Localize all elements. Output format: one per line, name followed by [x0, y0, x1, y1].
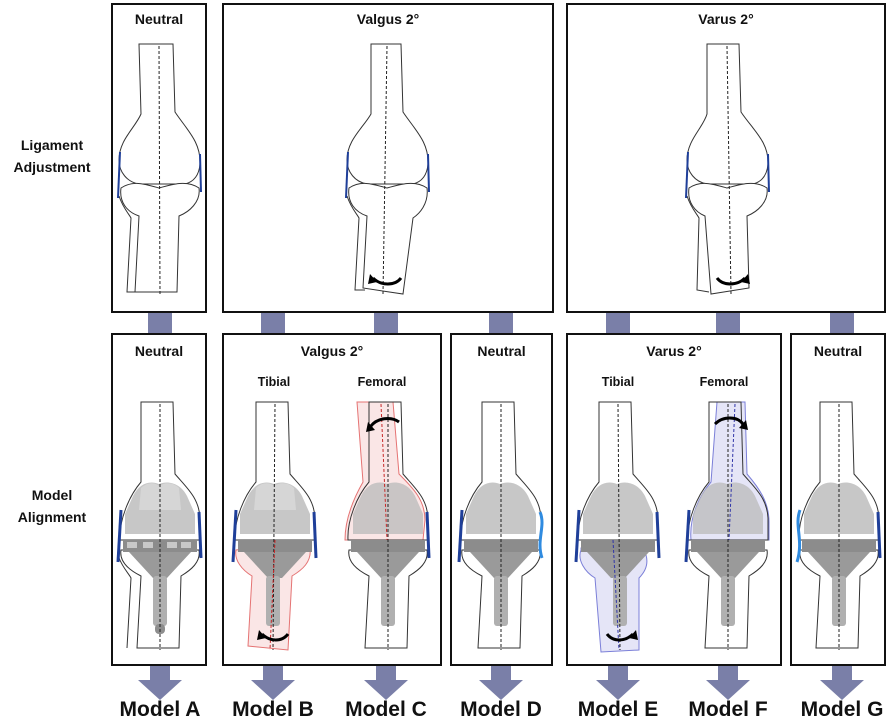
box-bottom-neutral-g — [790, 333, 886, 666]
knee-implant-model-a — [116, 401, 203, 650]
knee-outline-top-varus — [685, 43, 770, 295]
down-arrow-icon — [706, 666, 750, 700]
model-label-d: Model D — [460, 698, 542, 721]
row-label-ligament-adjustment: Ligament Adjustment — [12, 134, 92, 178]
connector-b — [261, 313, 285, 333]
top-title-valgus: Valgus 2° — [356, 11, 420, 27]
box-bottom-varus — [566, 333, 782, 666]
knee-outline-top-neutral — [117, 43, 202, 295]
box-bottom-neutral-d — [450, 333, 553, 666]
down-arrow-icon — [138, 666, 182, 700]
top-title-varus: Varus 2° — [698, 11, 754, 27]
connector-a — [148, 313, 172, 333]
row-label-line: Adjustment — [13, 159, 91, 175]
box-bottom-valgus — [222, 333, 442, 666]
model-label-f: Model F — [688, 698, 768, 721]
subtitle-valgus-tibial: Tibial — [257, 375, 291, 389]
bottom-title-valgus: Valgus 2° — [300, 343, 364, 359]
knee-outline-top-valgus — [345, 43, 430, 295]
bottom-title-neutral-g: Neutral — [813, 343, 863, 359]
bottom-title-neutral-d: Neutral — [477, 343, 526, 359]
model-label-b: Model B — [232, 698, 314, 721]
down-arrow-icon — [820, 666, 864, 700]
knee-implant-model-e — [574, 401, 661, 653]
top-title-neutral: Neutral — [134, 11, 184, 27]
down-arrow-icon — [364, 666, 408, 700]
knee-implant-model-f — [684, 401, 770, 650]
knee-implant-model-c — [344, 401, 431, 650]
down-arrow-icon — [251, 666, 295, 700]
connector-e — [606, 313, 630, 333]
knee-implant-model-b — [231, 401, 318, 651]
connector-f — [716, 313, 740, 333]
row-label-line: Alignment — [17, 509, 87, 525]
model-label-g: Model G — [800, 698, 884, 721]
box-top-varus — [566, 3, 886, 313]
down-arrow-icon — [479, 666, 523, 700]
model-label-c: Model C — [345, 698, 427, 721]
connector-g — [830, 313, 854, 333]
connector-c — [374, 313, 398, 333]
row-label-line: Model — [31, 487, 73, 503]
bottom-title-neutral-a: Neutral — [134, 343, 184, 359]
knee-implant-model-d — [457, 401, 544, 650]
model-label-e: Model E — [577, 698, 659, 721]
bottom-title-varus: Varus 2° — [646, 343, 702, 359]
knee-implant-model-g — [795, 401, 882, 650]
subtitle-varus-femoral: Femoral — [699, 375, 749, 389]
box-bottom-neutral-a — [111, 333, 207, 666]
model-label-a: Model A — [119, 698, 201, 721]
connector-d — [489, 313, 513, 333]
row-label-line: Ligament — [20, 137, 84, 153]
row-label-model-alignment: Model Alignment — [12, 484, 92, 528]
box-top-valgus — [222, 3, 554, 313]
down-arrow-icon — [596, 666, 640, 700]
box-top-neutral — [111, 3, 207, 313]
subtitle-valgus-femoral: Femoral — [357, 375, 407, 389]
subtitle-varus-tibial: Tibial — [601, 375, 635, 389]
